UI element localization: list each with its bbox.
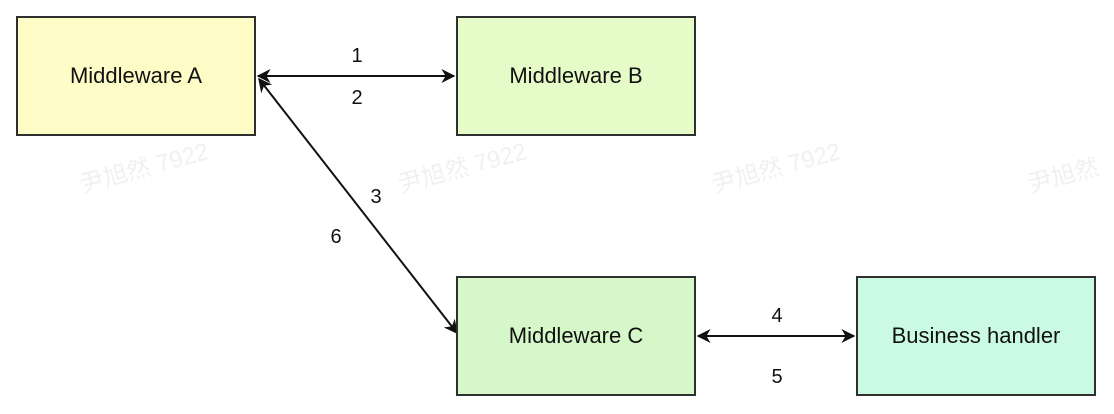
node-middleware-c-label: Middleware C [508, 323, 644, 348]
node-business-handler: Business handler [856, 276, 1096, 396]
edge-c-d-forward-label: 4 [771, 305, 783, 327]
node-middleware-b: Middleware B [456, 16, 696, 136]
node-middleware-a: Middleware A [16, 16, 256, 136]
edge-a-c [258, 77, 458, 335]
edge-c-d-return-label: 5 [771, 366, 783, 388]
node-business-handler-label: Business handler [891, 323, 1061, 348]
edge-a-c-forward-label: 3 [370, 186, 382, 208]
node-middleware-c: Middleware C [456, 276, 696, 396]
edge-a-c-return-label: 6 [330, 226, 342, 248]
node-middleware-a-label: Middleware A [69, 63, 203, 88]
node-middleware-b-label: Middleware B [509, 63, 643, 88]
edge-a-b-forward-label: 1 [351, 45, 363, 67]
edge-a-b-return-label: 2 [351, 87, 363, 109]
